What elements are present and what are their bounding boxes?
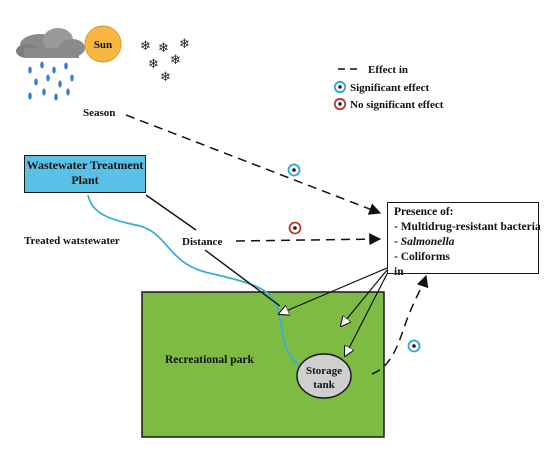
presence-arrow-park (341, 269, 388, 326)
storage-tank-label-1: Storage (306, 365, 342, 377)
wastewater-treatment-plant-box: Wastewater Treatment Plant (24, 155, 146, 193)
distance-effect-arrow (235, 233, 382, 246)
svg-text:❄: ❄ (170, 53, 181, 68)
season-significant-icon (287, 163, 301, 177)
presence-title: Presence of: (394, 206, 454, 218)
treated-wastewater-label: Treated watstewater (24, 235, 120, 247)
presence-box: Presence of: - Multidrug-resistant bacte… (387, 202, 541, 278)
season-effect-arrow (125, 114, 382, 215)
storage-significant-icon (407, 339, 421, 353)
storage-tank (296, 353, 352, 399)
treated-wastewater-river (87, 194, 301, 367)
presence-item-multidrug: - Multidrug-resistant bacteria (394, 221, 541, 233)
storage-effect-arrow (371, 274, 429, 375)
distance-line-wwtp (145, 194, 197, 231)
legend-no-significant-icon (333, 97, 347, 111)
distance-label: Distance (182, 236, 222, 248)
sun-icon: Sun (84, 25, 122, 63)
legend-effect-in: Effect in (368, 64, 408, 76)
legend-significant-label: Significant effect (350, 82, 429, 94)
legend-significant-icon (333, 80, 347, 94)
rain-cloud-icon (16, 28, 85, 101)
presence-arrow-river (279, 267, 388, 314)
svg-text:❄: ❄ (148, 57, 159, 72)
wwtp-label: Wastewater Treatment Plant (26, 158, 144, 187)
presence-arrow-storage (345, 271, 389, 356)
distance-no-significant-icon (288, 221, 302, 235)
svg-text:❄: ❄ (140, 39, 151, 54)
storage-tank-label-2: tank (313, 379, 335, 391)
season-label: Season (83, 107, 115, 119)
sun-label: Sun (94, 39, 112, 51)
distance-line-park (204, 249, 281, 307)
park-label: Recreational park (165, 354, 255, 366)
legend-no-significant-label: No significant effect (350, 99, 444, 111)
svg-text:❄: ❄ (160, 70, 171, 85)
legend: Effect in Significant effect No signific… (333, 64, 444, 111)
svg-text:❄: ❄ (158, 41, 169, 56)
presence-item-in: in (394, 266, 404, 278)
snowflake-icon: ❄ ❄ ❄ ❄ ❄ ❄ (140, 37, 190, 85)
svg-text:❄: ❄ (179, 37, 190, 52)
presence-item-coliforms: - Coliforms (394, 251, 450, 263)
presence-item-salmonella: - Salmonella (394, 236, 455, 248)
